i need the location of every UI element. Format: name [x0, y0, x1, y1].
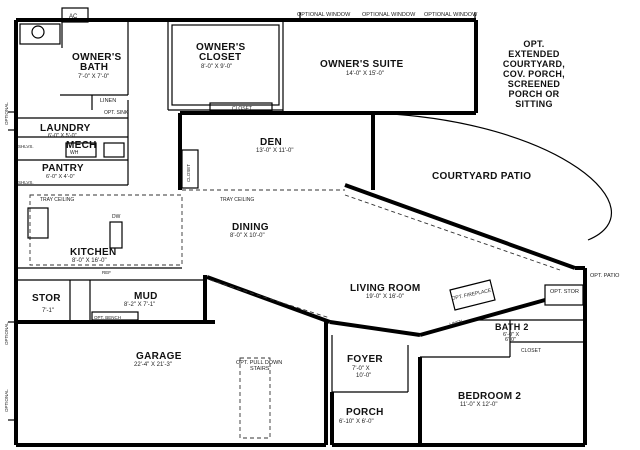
- opt-stor-label: OPT. STOR: [550, 289, 579, 295]
- opt-sink-label: OPT. SINK: [104, 110, 129, 116]
- opt-courtyard-line-2: EXTENDED: [508, 49, 560, 59]
- mud-name: MUD: [134, 291, 158, 302]
- foyer-dim: 7'-0" X: [352, 366, 370, 372]
- kitchen-dim: 8'-0" X 16'-0": [72, 258, 107, 264]
- owners-closet-name2: CLOSET: [199, 52, 241, 63]
- stor-dim: 7'-1": [42, 308, 54, 314]
- shlvs-label-1: SHLVS.: [18, 144, 34, 149]
- den-dim: 13'-0" X 11'-0": [256, 148, 293, 154]
- porch-dim: 6'-10" X 6'-0": [339, 419, 374, 425]
- owners-closet-dim: 8'-0" X 9'-0": [201, 64, 232, 70]
- courtyard-patio-name: COURTYARD PATIO: [432, 171, 531, 182]
- optional-side-1: OPTIONAL: [4, 102, 9, 125]
- opt-fireplace-label: OPT. FIREPLACE: [451, 288, 492, 302]
- living-room-dim: 19'-0" X 16'-0": [366, 294, 404, 300]
- opt-courtyard-line-5: SCREENED: [508, 79, 561, 89]
- exterior-walls: [14, 18, 587, 447]
- mech-name: MECH: [66, 140, 97, 151]
- dw-label: DW: [112, 214, 121, 220]
- ref-label: REF: [102, 270, 111, 275]
- optional-side-3: OPTIONAL: [4, 389, 9, 412]
- shlvs-label-2: SHLVS.: [18, 180, 34, 185]
- optional-window-label-1: OPTIONAL WINDOW: [297, 12, 351, 18]
- opt-courtyard-line-3: COURTYARD,: [503, 59, 565, 69]
- garage-dim: 22'-4" X 21'-3": [134, 362, 172, 368]
- living-room-name: LIVING ROOM: [350, 283, 421, 294]
- opt-bench-label: OPT. BENCH: [94, 315, 121, 320]
- opt-courtyard-line-7: SITTING: [515, 99, 553, 109]
- bath2-dim: 6'-0" X: [503, 332, 519, 338]
- bedroom2-name: BEDROOM 2: [458, 391, 521, 402]
- owners-bath-name: OWNER'S: [72, 52, 122, 63]
- tray-ceiling-kitchen: TRAY CEILING: [40, 197, 74, 203]
- foyer-dim2: 10'-0": [356, 373, 371, 379]
- bath2-dim2: 6'-0": [505, 337, 516, 343]
- ac-label: AC: [69, 14, 78, 20]
- dining-dim: 8'-0" X 10'-0": [230, 233, 265, 239]
- porch-name: PORCH: [346, 407, 384, 418]
- bedroom2-dim: 11'-0" X 12'-0": [460, 402, 497, 408]
- owners-bath-name2: BATH: [80, 62, 108, 73]
- opt-courtyard-line-1: OPT.: [523, 39, 544, 49]
- closet-label-suite: CLOSET: [232, 106, 252, 112]
- linen-label: LINEN: [100, 98, 116, 104]
- owners-suite-dim: 14'-0" X 15'-0": [346, 71, 384, 77]
- opt-pull-down-label: OPT. PULL DOWN: [236, 360, 282, 366]
- foyer-name: FOYER: [347, 354, 383, 365]
- garage-name: GARAGE: [136, 351, 182, 362]
- stairs-label: STAIRS: [250, 366, 270, 372]
- pantry-name: PANTRY: [42, 163, 84, 174]
- closet-label-bed: CLOSET: [521, 348, 541, 354]
- linen-label-2: LINEN: [449, 319, 463, 327]
- kitchen-name: KITCHEN: [70, 247, 117, 258]
- opt-courtyard-line-4: COV. PORCH,: [503, 69, 565, 79]
- owners-closet-name: OWNER'S: [196, 42, 246, 53]
- opt-courtyard-line-6: PORCH OR: [509, 89, 560, 99]
- laundry-dim: 6'-0" X 5'-0": [48, 133, 77, 139]
- optional-window-label-3: OPTIONAL WINDOW: [424, 12, 478, 18]
- stor-name: STOR: [32, 293, 61, 304]
- tray-ceiling-dining: TRAY CEILING: [220, 197, 254, 203]
- dining-name: DINING: [232, 222, 269, 233]
- optional-window-label-2: OPTIONAL WINDOW: [362, 12, 416, 18]
- laundry-name: LAUNDRY: [40, 123, 91, 134]
- owners-suite-name: OWNER'S SUITE: [320, 59, 404, 70]
- closet-label-den: CLOSET: [186, 164, 191, 182]
- owners-bath-dim: 7'-0" X 7'-0": [78, 74, 109, 80]
- den-name: DEN: [260, 137, 282, 148]
- interior-walls: [8, 7, 612, 439]
- opt-patio-label: OPT. PATIO: [590, 273, 620, 279]
- wh-label: WH: [70, 150, 79, 156]
- bath2-name: BATH 2: [495, 322, 529, 332]
- pantry-dim: 6'-0" X 4'-0": [46, 174, 75, 180]
- optional-side-2: OPTIONAL: [4, 322, 9, 345]
- labels: OPTIONAL WINDOW OPTIONAL WINDOW OPTIONAL…: [4, 12, 620, 425]
- mud-dim: 8'-2" X 7'-1": [124, 302, 155, 308]
